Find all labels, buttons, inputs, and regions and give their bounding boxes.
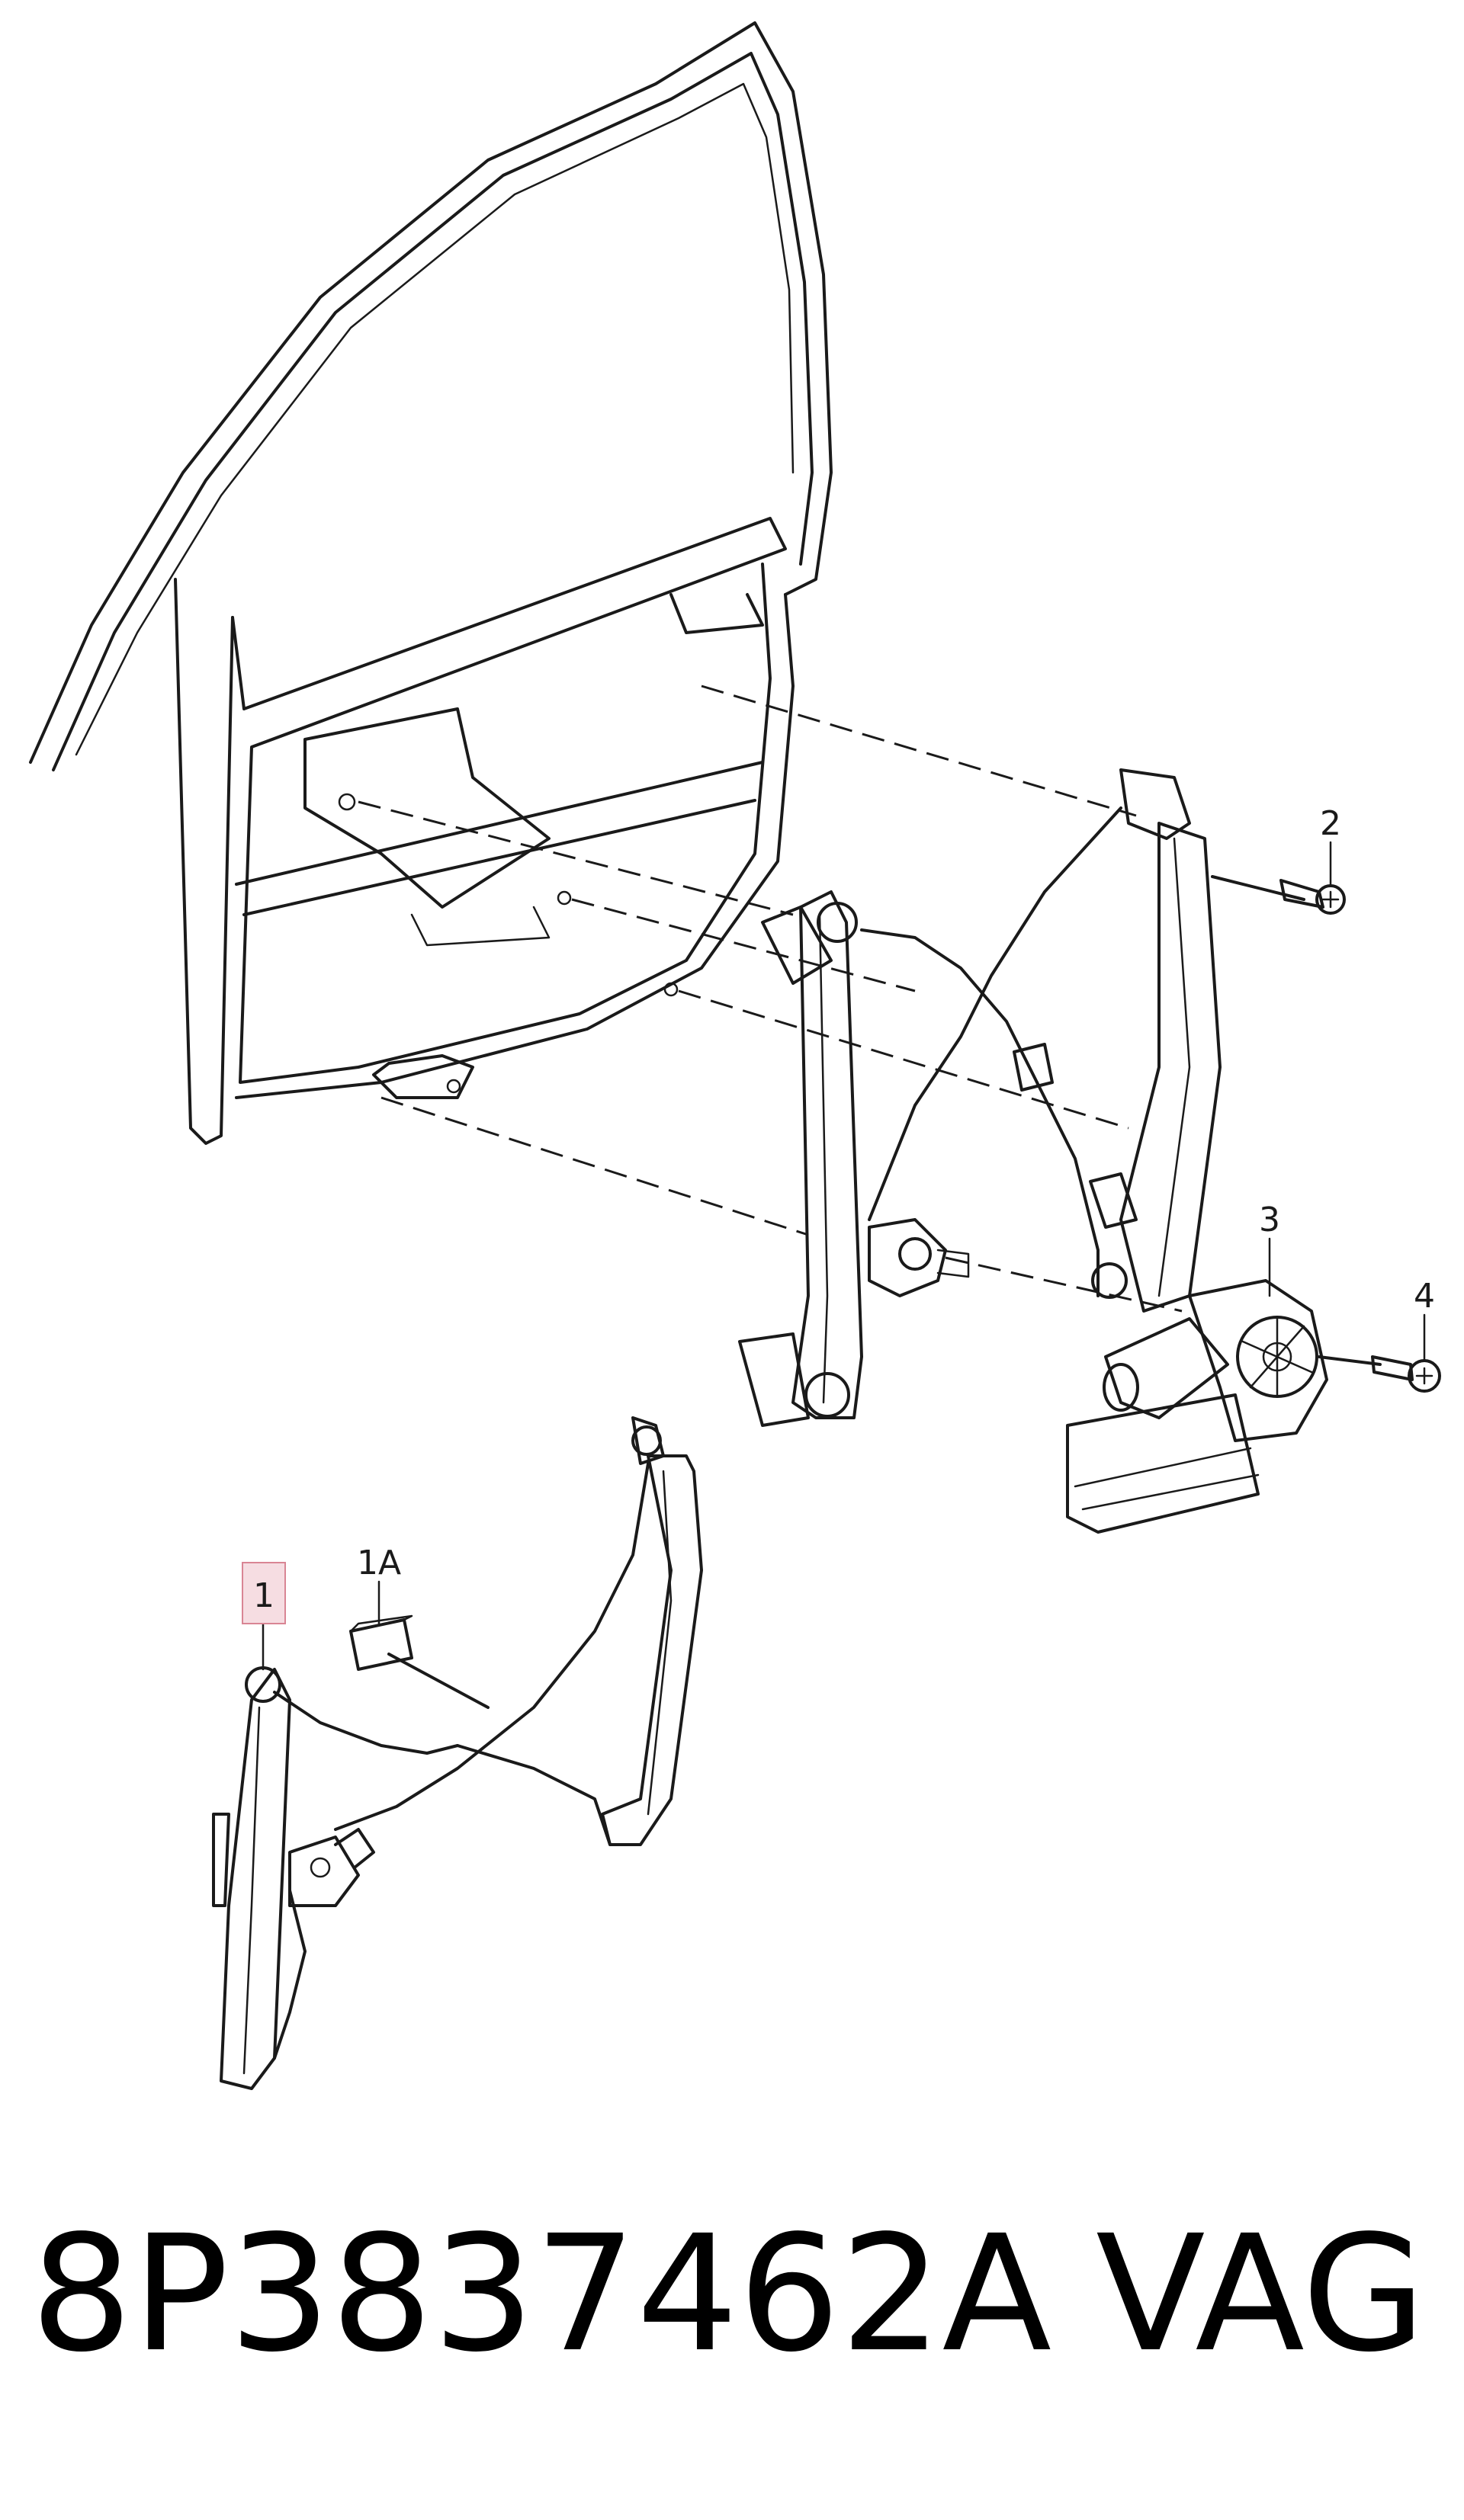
brand-name: VAG <box>1096 2201 1426 2387</box>
window-regulator-installed <box>738 768 1222 1427</box>
bolt-4 <box>1371 1355 1441 1393</box>
callout-1-highlight <box>242 1562 286 1624</box>
footer: 8P3837462A VAG <box>30 2195 1449 2393</box>
part-number: 8P3837462A <box>30 2201 1052 2387</box>
window-regulator-part <box>212 1416 703 2090</box>
callout-1[interactable]: 1 <box>253 1576 274 1615</box>
callout-4[interactable]: 4 <box>1414 1277 1435 1316</box>
callout-3[interactable]: 3 <box>1259 1201 1280 1239</box>
door-frame <box>29 21 833 1145</box>
callout-1a[interactable]: 1A <box>357 1544 401 1582</box>
callout-2[interactable]: 2 <box>1320 804 1341 843</box>
window-motor <box>1066 1279 1328 1534</box>
bolt-2 <box>1279 879 1346 915</box>
clip-part-1a <box>349 1614 490 1709</box>
callout-leaders <box>262 841 1426 1671</box>
